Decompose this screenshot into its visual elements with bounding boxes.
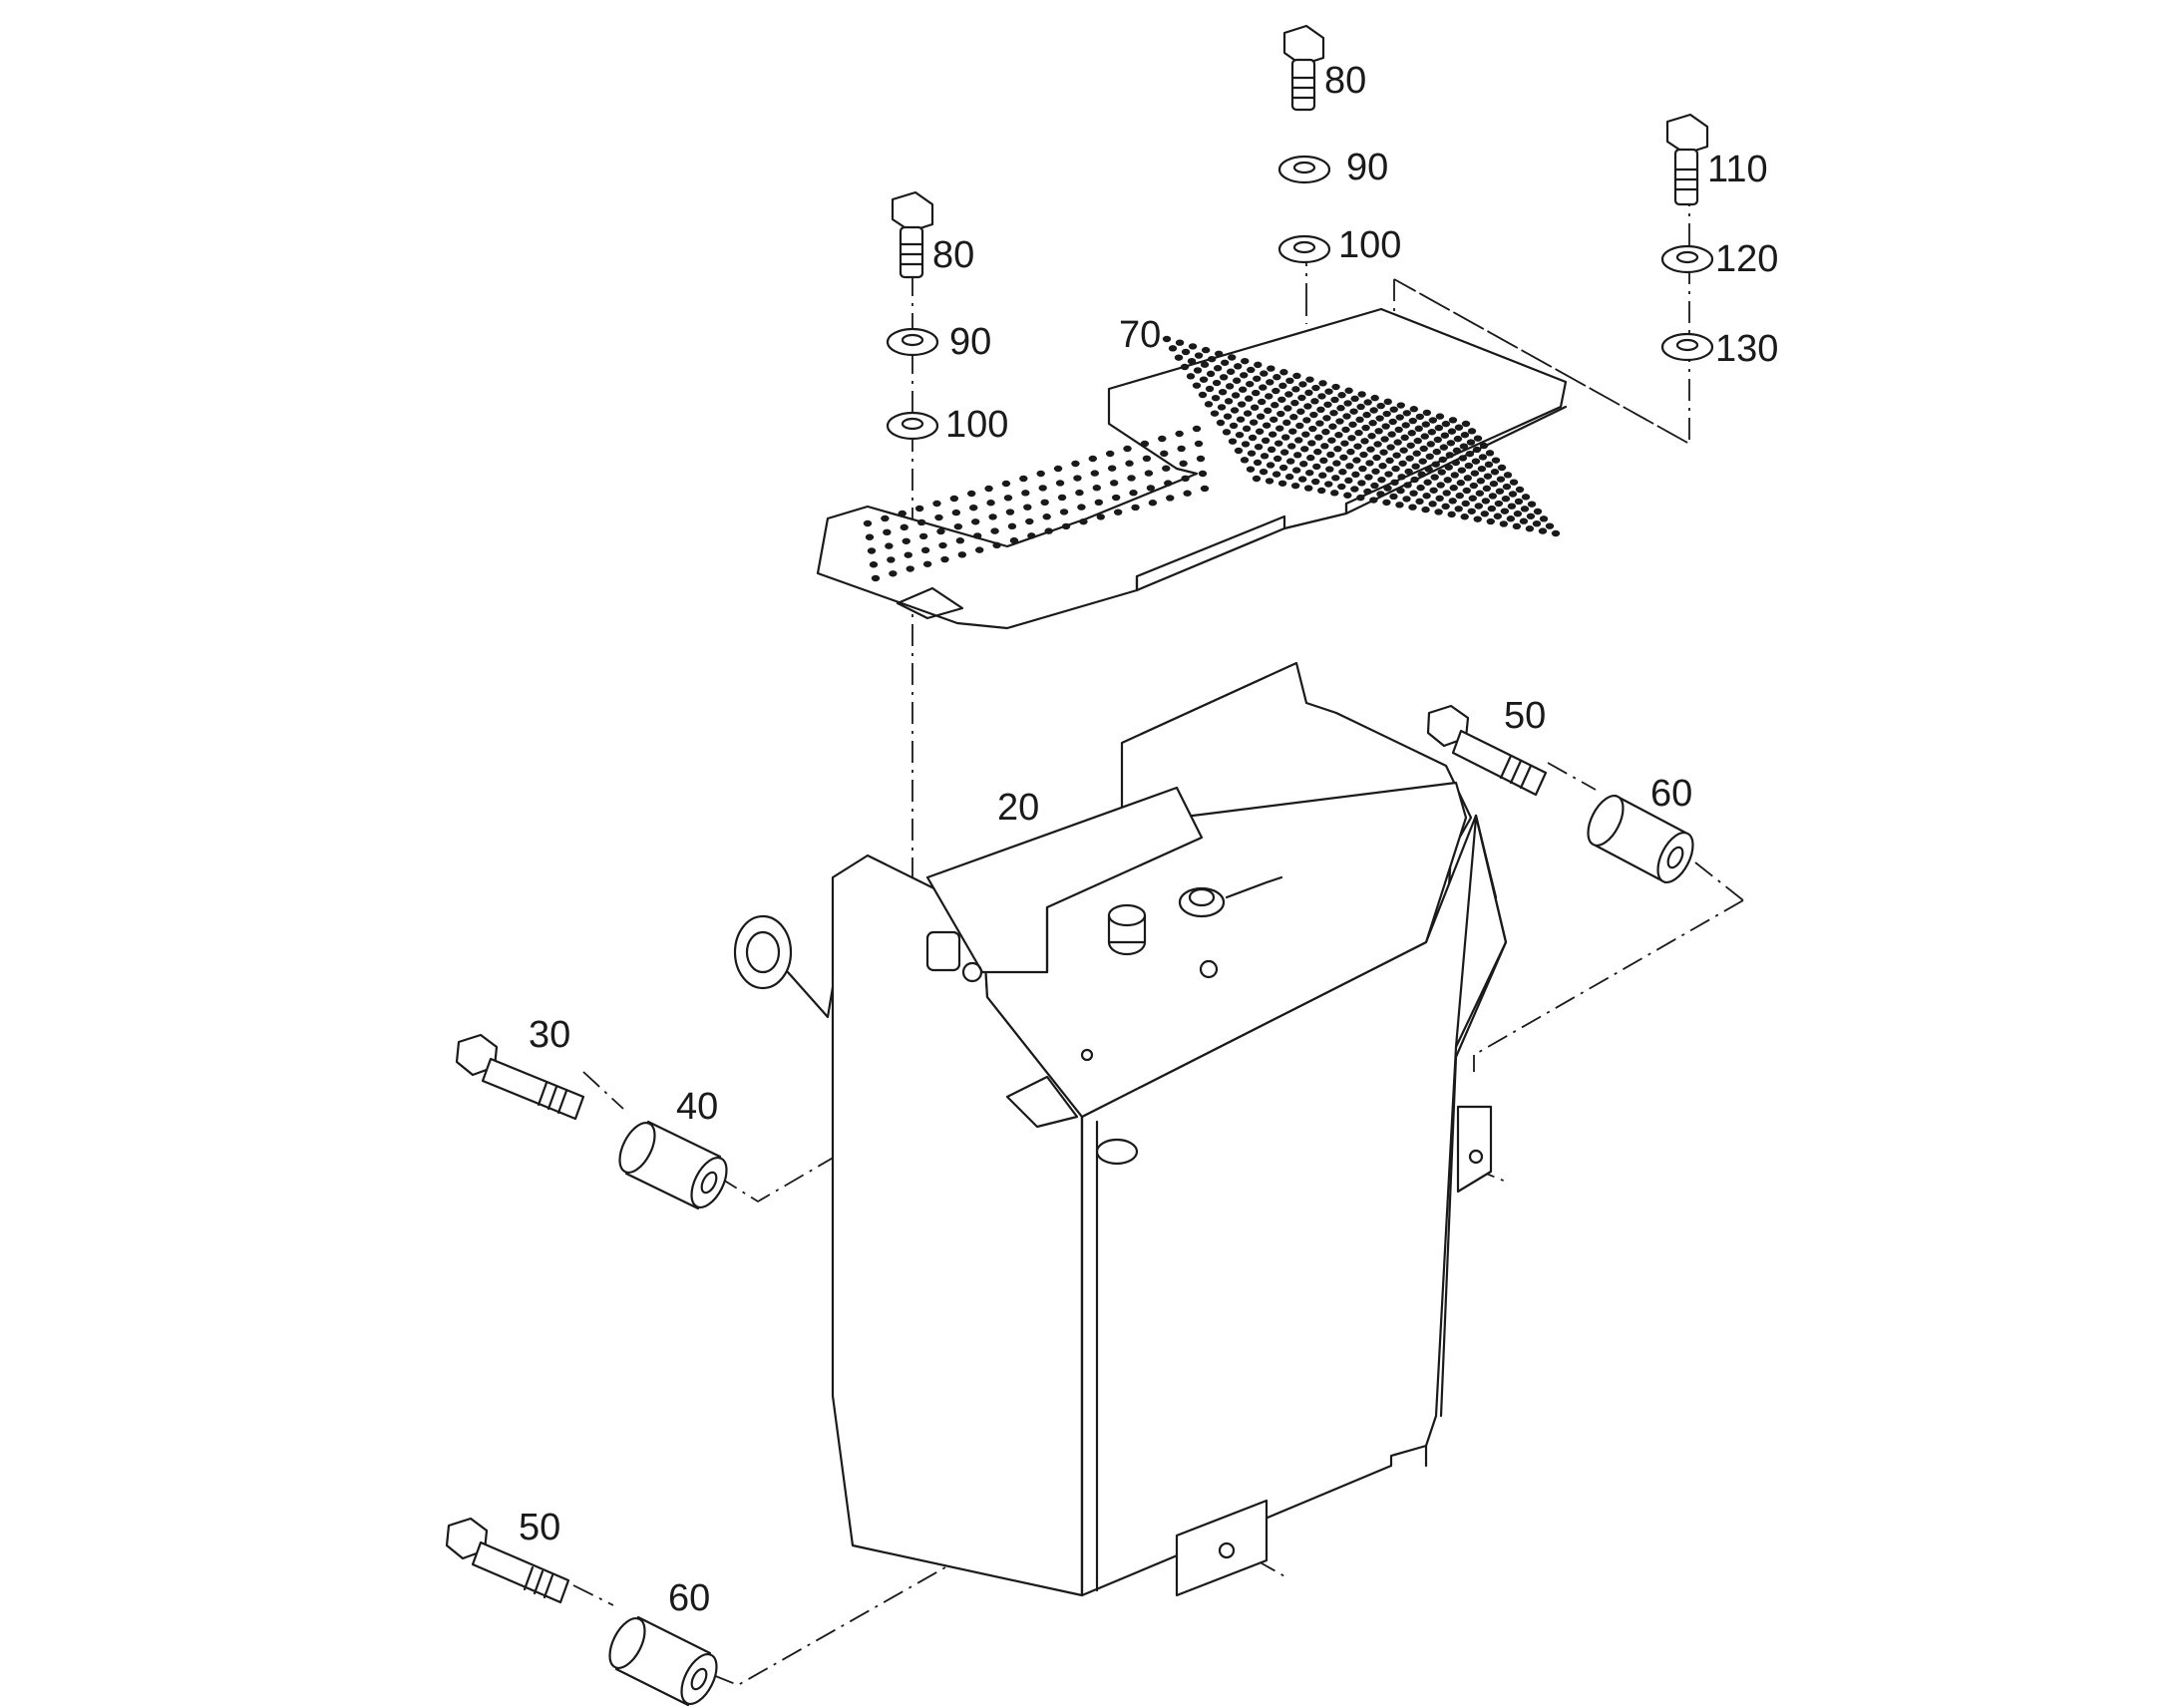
washer-120: [1660, 244, 1714, 274]
callout-30: 30: [529, 1014, 570, 1056]
perforated-cover-plate: [816, 307, 1568, 887]
callout-labels: 20 30 40 50 60 50 60 70 80 90 100 80 90 …: [519, 60, 1778, 1619]
callout-60-bottom: 60: [668, 1577, 710, 1619]
spacer-60-right: [1587, 794, 1694, 884]
bolt-80-middle: [1282, 24, 1325, 112]
callout-130: 130: [1715, 328, 1778, 370]
bolt-110: [1665, 113, 1709, 206]
bolt-30: [455, 1033, 585, 1121]
perforation-holes: [863, 335, 1561, 887]
callout-60-right: 60: [1650, 773, 1692, 815]
callout-80-left: 80: [932, 234, 974, 276]
callout-90-left: 90: [949, 321, 991, 363]
washer-90-left: [886, 327, 939, 357]
bolt-50-right: [1426, 704, 1548, 797]
callout-70: 70: [1119, 314, 1161, 356]
spacer-40: [618, 1120, 728, 1210]
washer-100-left: [886, 411, 939, 441]
washer-130: [1660, 332, 1714, 362]
callout-100-middle: 100: [1338, 224, 1401, 266]
callout-20: 20: [997, 787, 1039, 829]
washer-90-middle: [1277, 155, 1331, 184]
callout-50-bottom: 50: [519, 1507, 560, 1548]
callout-100-left: 100: [945, 404, 1008, 446]
callout-80-middle: 80: [1324, 60, 1366, 102]
bolt-50-bottom: [445, 1517, 570, 1604]
callout-50-right: 50: [1504, 695, 1546, 737]
callout-90-middle: 90: [1346, 147, 1388, 188]
callout-110: 110: [1707, 149, 1768, 190]
bolt-80-left: [891, 190, 934, 279]
callout-40: 40: [676, 1086, 718, 1128]
spacer-60-bottom: [608, 1615, 718, 1707]
callout-120: 120: [1715, 238, 1778, 280]
washer-100-middle: [1277, 234, 1331, 264]
tank-assembly: [733, 661, 1508, 1597]
